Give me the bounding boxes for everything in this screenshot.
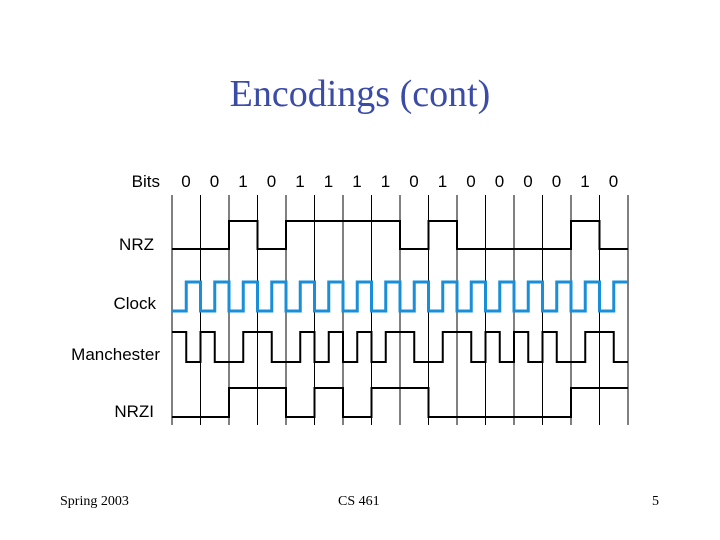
footer-left: Spring 2003	[60, 494, 129, 509]
bit-2: 1	[238, 172, 248, 191]
bit-1: 0	[209, 172, 220, 191]
footer-center: CS 461	[338, 494, 380, 509]
bit-9: 1	[437, 172, 448, 191]
slide-title: Encodings (cont)	[229, 73, 491, 115]
bit-12: 0	[523, 172, 533, 191]
nrzi-waveform	[172, 387, 628, 418]
bit-14: 1	[580, 172, 590, 191]
bit-0: 0	[181, 172, 191, 191]
bit-5: 1	[323, 172, 334, 191]
clock-waveform	[172, 280, 628, 313]
bit-11: 0	[494, 172, 505, 191]
bit-13: 0	[551, 172, 562, 191]
label-nrz: NRZ	[119, 235, 154, 254]
bit-7: 1	[380, 172, 391, 191]
bit-8: 0	[409, 172, 419, 191]
label-bits: Bits	[131, 172, 160, 191]
nrz-waveform	[172, 220, 628, 250]
label-manchester: Manchester	[71, 345, 160, 364]
label-clock: Clock	[113, 294, 156, 313]
bit-15: 0	[608, 172, 619, 191]
bit-10: 0	[466, 172, 476, 191]
label-nrzi: NRZI	[114, 402, 154, 421]
bit-4: 1	[295, 172, 305, 191]
bit-3: 0	[266, 172, 277, 191]
footer-right: 5	[652, 494, 659, 509]
manchester-waveform	[172, 331, 628, 363]
bit-6: 1	[352, 172, 362, 191]
